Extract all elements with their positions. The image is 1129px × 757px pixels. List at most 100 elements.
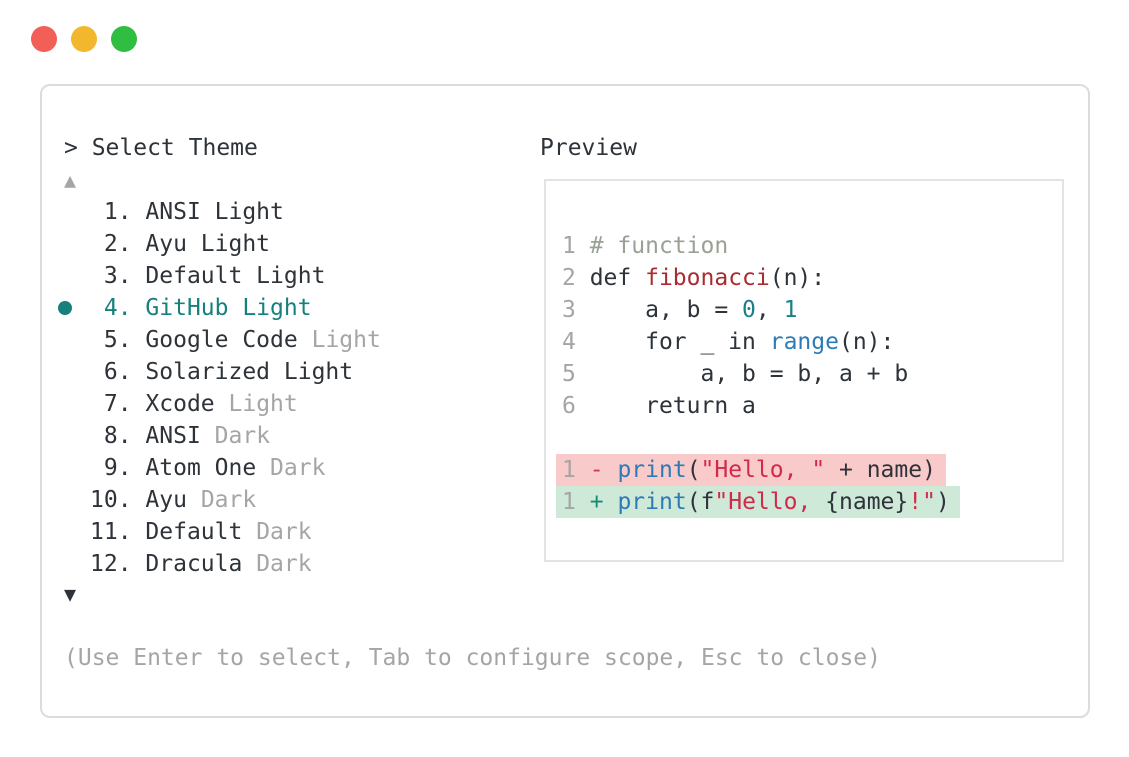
- theme-list-item-xcode-light[interactable]: 7. Xcode Light: [90, 388, 381, 420]
- number-token: 0: [742, 297, 756, 323]
- item-number: 9.: [90, 455, 132, 481]
- theme-list-item-google-code-light[interactable]: 5. Google Code Light: [90, 324, 381, 356]
- item-number: 4.: [90, 295, 132, 321]
- line-number: 6: [562, 393, 576, 419]
- item-name: Atom One: [145, 455, 257, 481]
- code-token: (n):: [838, 329, 895, 355]
- theme-list-item-ansi-dark[interactable]: 8. ANSI Dark: [90, 420, 381, 452]
- code-token: [576, 489, 590, 515]
- item-name: Default: [145, 519, 243, 545]
- code-token: + name): [825, 457, 936, 483]
- theme-list-item-github-light-selected[interactable]: 4. GitHub Light: [58, 292, 381, 324]
- item-number: 8.: [90, 423, 132, 449]
- line-number: 5: [562, 361, 576, 387]
- builtin-token: print: [617, 457, 687, 483]
- item-suffix: Dark: [214, 423, 271, 449]
- line-number: 1: [562, 233, 576, 259]
- item-name: Default Light: [145, 263, 326, 289]
- code-line-5: 5 a, b = b, a + b: [562, 358, 960, 390]
- close-button[interactable]: [31, 26, 57, 52]
- theme-list-item-solarized-light[interactable]: 6. Solarized Light: [90, 356, 381, 388]
- builtin-token: range: [769, 329, 839, 355]
- item-name: ANSI Light: [145, 199, 284, 225]
- code-preview: 1 # function 2 def fibonacci(n): 3 a, b …: [556, 230, 960, 518]
- diff-removed-line: 1 - print("Hello, " + name): [556, 454, 960, 486]
- line-number: 2: [562, 265, 576, 291]
- minimize-button[interactable]: [71, 26, 97, 52]
- item-name: GitHub Light: [145, 295, 312, 321]
- builtin-token: print: [617, 489, 687, 515]
- theme-list-item-dracula-dark[interactable]: 12. Dracula Dark: [90, 548, 381, 580]
- item-name: ANSI: [145, 423, 201, 449]
- item-number: 12.: [90, 551, 132, 577]
- line-number: 4: [562, 329, 576, 355]
- code-line-4: 4 for _ in range(n):: [562, 326, 960, 358]
- theme-list-item-default-light[interactable]: 3. Default Light: [90, 260, 381, 292]
- item-number: 2.: [90, 231, 132, 257]
- diff-added-line: 1 + print(f"Hello, {name}!"): [556, 486, 960, 518]
- item-number: 10.: [90, 487, 132, 513]
- item-name: Google Code: [145, 327, 298, 353]
- item-suffix: Light: [311, 327, 381, 353]
- code-token: (: [686, 457, 701, 483]
- code-token: (n):: [769, 265, 826, 291]
- line-number: 1: [562, 457, 576, 483]
- item-number: 7.: [90, 391, 132, 417]
- code-line-3: 3 a, b = 0, 1: [562, 294, 960, 326]
- code-token: return a: [575, 393, 756, 419]
- theme-list-item-ayu-dark[interactable]: 10. Ayu Dark: [90, 484, 381, 516]
- item-name: Ayu Light: [145, 231, 271, 257]
- string-token: "Hello, ": [700, 457, 826, 483]
- code-token: [576, 457, 590, 483]
- item-number: 5.: [90, 327, 132, 353]
- code-token: ): [935, 489, 950, 515]
- item-name: Ayu: [145, 487, 187, 513]
- keyword-token: def: [575, 265, 646, 291]
- theme-picker-window: > Select Theme ▲ 1. ANSI Light 2. Ayu Li…: [40, 84, 1090, 718]
- help-text: (Use Enter to select, Tab to configure s…: [64, 645, 881, 671]
- item-suffix: Dark: [256, 551, 312, 577]
- code-token: for _ in: [575, 329, 770, 355]
- item-suffix: Dark: [200, 487, 257, 513]
- string-token: !": [908, 489, 936, 515]
- item-name: Xcode: [145, 391, 215, 417]
- code-token: a, b = b, a + b: [575, 361, 909, 387]
- string-token: "Hello,: [714, 489, 826, 515]
- scroll-down-icon[interactable]: ▼: [64, 578, 76, 610]
- code-token: [604, 457, 618, 483]
- code-line-1: 1 # function: [562, 230, 960, 262]
- code-token: a, b =: [575, 297, 743, 323]
- scroll-up-icon[interactable]: ▲: [64, 164, 76, 196]
- item-number: 3.: [90, 263, 132, 289]
- theme-list: 1. ANSI Light 2. Ayu Light 3. Default Li…: [58, 196, 381, 580]
- item-name: Solarized Light: [145, 359, 354, 385]
- diff-plus-token: +: [589, 489, 604, 515]
- code-line-blank: [562, 422, 960, 454]
- picker-prompt: > Select Theme: [64, 135, 258, 161]
- item-suffix: Light: [228, 391, 298, 417]
- line-number: 3: [562, 297, 576, 323]
- item-number: 1.: [90, 199, 132, 225]
- item-suffix: Dark: [270, 455, 326, 481]
- code-token: [604, 489, 618, 515]
- preview-pane: 1 # function 2 def fibonacci(n): 3 a, b …: [544, 179, 1064, 562]
- item-number: 6.: [90, 359, 132, 385]
- theme-list-item-ayu-light[interactable]: 2. Ayu Light: [90, 228, 381, 260]
- theme-list-item-atom-one-dark[interactable]: 9. Atom One Dark: [90, 452, 381, 484]
- zoom-button[interactable]: [111, 26, 137, 52]
- theme-list-item-default-dark[interactable]: 11. Default Dark: [90, 516, 381, 548]
- line-number: 1: [562, 489, 576, 515]
- code-line-2: 2 def fibonacci(n):: [562, 262, 960, 294]
- function-name-token: fibonacci: [645, 265, 770, 291]
- comment-token: # function: [575, 233, 729, 259]
- diff-minus-token: -: [589, 457, 604, 483]
- selected-item-bullet-icon: [58, 301, 72, 315]
- item-number: 11.: [90, 519, 132, 545]
- preview-title: Preview: [540, 135, 637, 161]
- interp-token: {name}: [825, 489, 909, 515]
- code-token: (f: [686, 489, 715, 515]
- code-line-6: 6 return a: [562, 390, 960, 422]
- theme-list-item-ansi-light[interactable]: 1. ANSI Light: [90, 196, 381, 228]
- number-token: 1: [783, 297, 798, 323]
